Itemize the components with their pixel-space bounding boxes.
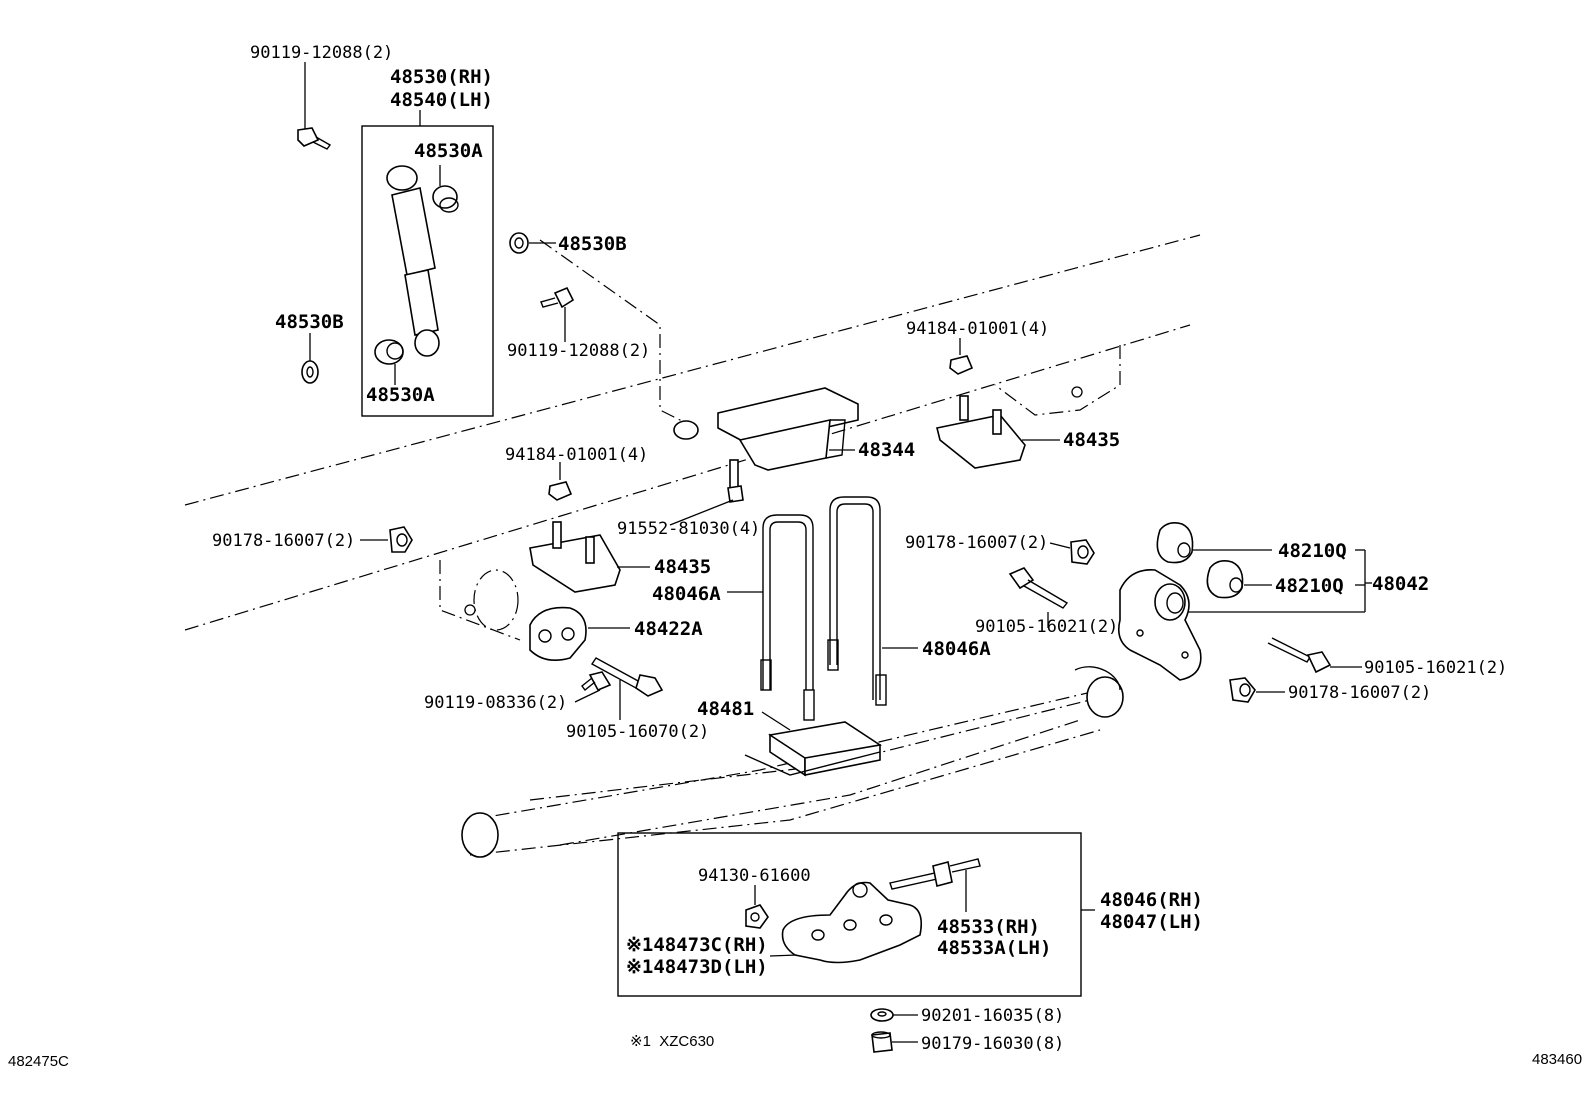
label-48435-right: 48435 — [1063, 429, 1120, 451]
pad-48481 — [744, 711, 882, 777]
nut-90179-16030 — [871, 1031, 918, 1053]
label-48481: 48481 — [697, 698, 754, 720]
label-48344: 48344 — [858, 439, 915, 461]
label-94184-01001-left: 94184-01001(4) — [505, 445, 648, 465]
note-xzc630: ※1 XZC630 — [630, 1033, 714, 1050]
u-bolt-48046a-right — [827, 496, 918, 706]
nut-94184-right — [949, 338, 974, 375]
label-48042: 48042 — [1372, 573, 1429, 595]
stopper-48422a — [529, 606, 630, 661]
label-90119-12088-mid: 90119-12088(2) — [507, 341, 650, 361]
label-94184-01001-right: 94184-01001(4) — [906, 319, 1049, 339]
label-94130-61600: 94130-61600 — [698, 866, 811, 886]
nut-94130-61600 — [745, 885, 769, 929]
label-48046-rh: 48046(RH) — [1100, 889, 1203, 911]
label-48530b-left: 48530B — [275, 311, 344, 333]
bolt-90119-12088-mid — [540, 286, 575, 342]
label-90119-08336: 90119-08336(2) — [424, 693, 567, 713]
label-91552-81030: 91552-81030(4) — [617, 519, 760, 539]
bolt-90105-16021-right — [1267, 637, 1362, 674]
label-48530b-right: 48530B — [558, 233, 627, 255]
u-bolt-48046a-left — [727, 514, 815, 721]
label-48473d: ※148473D(LH) — [626, 956, 768, 978]
leaf-spring — [461, 666, 1124, 858]
spring-seat-48473 — [769, 881, 923, 964]
bolt-91552-81030 — [669, 459, 744, 526]
spring-seat-group-box — [617, 832, 1082, 997]
bushing-48530a-top — [432, 165, 459, 213]
seat-48435-right — [936, 395, 1060, 469]
label-48046a-left: 48046A — [652, 583, 721, 605]
bushing-48210q-top — [1156, 522, 1272, 564]
bracket-lines-48042 — [1188, 549, 1372, 613]
label-90119-12088-top: 90119-12088(2) — [250, 43, 393, 63]
bushing-48210q-bottom — [1206, 560, 1272, 599]
label-48046a-right: 48046A — [922, 638, 991, 660]
label-48435-left: 48435 — [654, 556, 711, 578]
label-90105-16070: 90105-16070(2) — [566, 722, 709, 742]
label-48530a-bottom: 48530A — [366, 384, 435, 406]
stud-48533 — [889, 858, 981, 912]
footer-code-left: 482475C — [8, 1053, 69, 1070]
spring-eye-front — [461, 812, 499, 858]
washer-48530b-right — [509, 232, 556, 254]
label-48422a: 48422A — [634, 618, 703, 640]
bolt-90119-08336 — [574, 671, 612, 703]
label-48473c: ※148473C(RH) — [626, 934, 768, 956]
frame-rail-outline — [184, 234, 1201, 641]
label-48530a-top: 48530A — [414, 140, 483, 162]
washer-48530b-left — [301, 333, 319, 384]
nut-90178-left — [360, 526, 413, 553]
label-90105-16021-mid: 90105-16021(2) — [975, 617, 1118, 637]
label-90201-16035: 90201-16035(8) — [921, 1006, 1064, 1026]
label-90179-16030: 90179-16030(8) — [921, 1034, 1064, 1054]
label-90178-16007-right: 90178-16007(2) — [1288, 683, 1431, 703]
label-90178-16007-left: 90178-16007(2) — [212, 531, 355, 551]
shackle-48042 — [1117, 569, 1202, 681]
washer-90201-16035 — [870, 1008, 918, 1022]
label-48210q-top: 48210Q — [1278, 540, 1347, 562]
bolt-90105-16070 — [590, 657, 664, 720]
label-48533a-lh: 48533A(LH) — [937, 937, 1051, 959]
bushing-48530a-bottom — [374, 339, 404, 385]
label-48210q-bottom: 48210Q — [1275, 575, 1344, 597]
shock-absorber — [386, 165, 440, 357]
label-48540-lh: 48540(LH) — [390, 89, 493, 111]
label-90105-16021-right: 90105-16021(2) — [1364, 658, 1507, 678]
label-48533-rh: 48533(RH) — [937, 916, 1040, 938]
nut-90178-right — [1229, 677, 1285, 703]
spring-eye-rear — [1086, 676, 1124, 718]
bracket-48344 — [673, 387, 859, 471]
label-48047-lh: 48047(LH) — [1100, 911, 1203, 933]
footer-code-right: 483460 — [1532, 1051, 1582, 1068]
nut-90178-mid — [1049, 539, 1095, 565]
label-48530-rh: 48530(RH) — [390, 66, 493, 88]
part-labels: 90119-12088(2) 48530(RH) 48540(LH) 48530… — [8, 43, 1582, 1070]
seat-48435-left — [529, 521, 650, 593]
label-90178-16007-mid: 90178-16007(2) — [905, 533, 1048, 553]
bolt-90105-16021-mid — [1008, 567, 1069, 628]
nut-94184-left — [548, 462, 573, 501]
bolt-90119-12088-top — [297, 62, 332, 150]
shock-absorber-group-box — [361, 125, 494, 417]
